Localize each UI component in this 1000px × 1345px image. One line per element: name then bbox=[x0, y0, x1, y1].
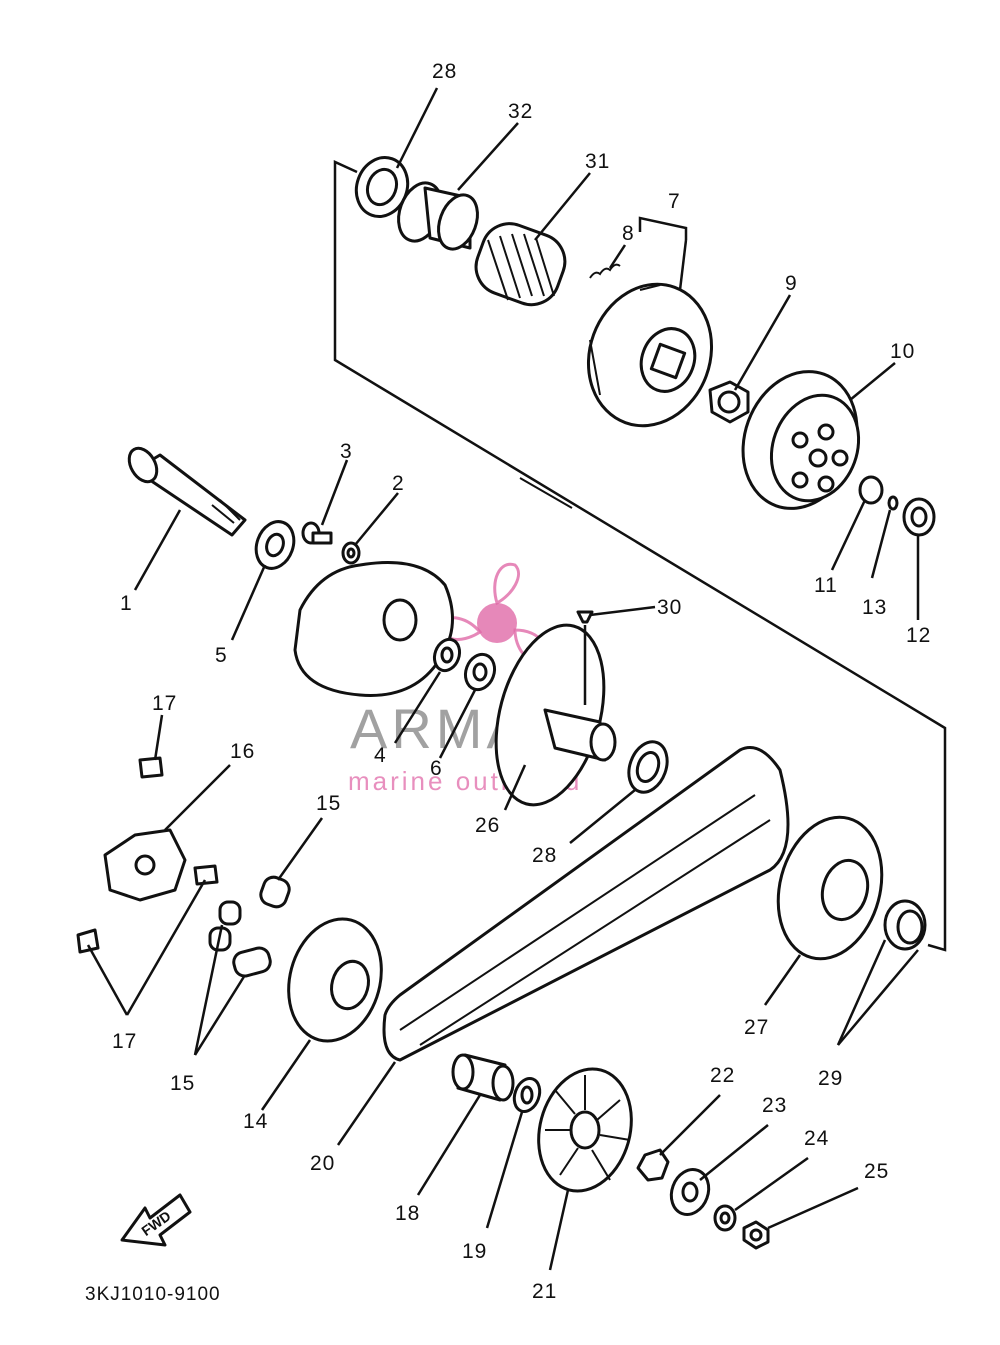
callout-21: 21 bbox=[532, 1280, 557, 1303]
callout-15-top: 15 bbox=[316, 792, 341, 815]
callout-7: 7 bbox=[668, 190, 681, 213]
part-cam bbox=[103, 828, 187, 902]
part-bolt bbox=[301, 521, 333, 545]
callout-1: 1 bbox=[120, 592, 133, 615]
part-washer-small bbox=[887, 495, 899, 511]
callout-18: 18 bbox=[395, 1202, 420, 1225]
callout-12: 12 bbox=[906, 624, 931, 647]
part-circlip bbox=[883, 899, 927, 951]
callout-11: 11 bbox=[814, 574, 838, 597]
fwd-arrow-icon: FWD bbox=[120, 1193, 192, 1247]
assembly-bracket bbox=[333, 160, 947, 952]
part-bearing-left bbox=[254, 520, 296, 570]
callout-13: 13 bbox=[862, 596, 887, 619]
callout-30: 30 bbox=[657, 596, 682, 619]
part-bearing-right bbox=[902, 497, 936, 537]
callout-31: 31 bbox=[585, 150, 610, 173]
part-v-belt bbox=[382, 746, 790, 1062]
callout-15-bottom: 15 bbox=[170, 1072, 195, 1095]
part-lock-nut bbox=[742, 1220, 770, 1250]
callout-26: 26 bbox=[475, 814, 500, 837]
part-sheave-washer bbox=[512, 1077, 542, 1113]
callout-16: 16 bbox=[230, 740, 255, 763]
part-plain-washer bbox=[713, 1204, 737, 1232]
part-slider-17b bbox=[193, 864, 219, 886]
part-nut-small bbox=[858, 475, 884, 505]
part-washer-bolt bbox=[341, 541, 361, 565]
callout-27: 27 bbox=[744, 1016, 769, 1039]
callout-20: 20 bbox=[310, 1152, 335, 1175]
callout-32: 32 bbox=[508, 100, 533, 123]
callout-19: 19 bbox=[462, 1240, 487, 1263]
callout-6: 6 bbox=[430, 757, 443, 780]
part-sliding-sheave bbox=[494, 623, 617, 807]
callout-4: 4 bbox=[374, 744, 387, 767]
callout-23: 23 bbox=[762, 1094, 787, 1117]
callout-25: 25 bbox=[864, 1160, 889, 1183]
part-cooling-fan bbox=[537, 1067, 633, 1193]
part-primary-sheave bbox=[287, 917, 383, 1043]
part-slider-17c bbox=[76, 928, 100, 954]
leader-lines bbox=[86, 87, 920, 1271]
callout-28-top: 28 bbox=[432, 60, 457, 83]
part-oil-seal-lower bbox=[627, 740, 669, 794]
part-clutch-carrier bbox=[586, 282, 714, 428]
part-nut-large bbox=[708, 380, 750, 424]
part-guide-pin bbox=[576, 610, 594, 624]
part-lock-plate bbox=[669, 1168, 711, 1216]
callout-29: 29 bbox=[818, 1067, 843, 1090]
part-small-spring bbox=[589, 263, 621, 279]
callout-9: 9 bbox=[785, 272, 798, 295]
part-oil-seal-top bbox=[354, 156, 410, 218]
callouts: 28 32 31 7 8 9 10 3 2 1 5 11 13 12 30 4 … bbox=[112, 60, 931, 1303]
part-secondary-sheave bbox=[776, 815, 884, 961]
callout-28-lower: 28 bbox=[532, 844, 557, 867]
part-washer-4 bbox=[432, 637, 462, 673]
part-roller-weight-d bbox=[232, 946, 272, 978]
callout-3: 3 bbox=[340, 440, 353, 463]
diagram-code: 3KJ1010-9100 bbox=[85, 1284, 221, 1305]
callout-8: 8 bbox=[622, 222, 635, 245]
callout-24: 24 bbox=[804, 1127, 829, 1150]
part-spacer-star bbox=[636, 1148, 670, 1182]
callout-2: 2 bbox=[392, 472, 405, 495]
part-sheave-collar bbox=[451, 1053, 515, 1102]
callout-17-top: 17 bbox=[152, 692, 177, 715]
callout-14: 14 bbox=[243, 1110, 268, 1133]
callout-10: 10 bbox=[890, 340, 915, 363]
callout-5: 5 bbox=[215, 644, 228, 667]
part-shaft bbox=[127, 446, 247, 537]
part-cover-plate bbox=[293, 561, 454, 697]
part-compression-spring bbox=[474, 222, 567, 307]
part-washer-6 bbox=[463, 652, 497, 692]
part-collar bbox=[397, 181, 479, 251]
part-clutch-housing bbox=[741, 370, 861, 510]
part-roller-weight-a bbox=[259, 875, 291, 909]
callout-17-bottom: 17 bbox=[112, 1030, 137, 1053]
part-slider-17a bbox=[138, 756, 164, 779]
part-roller-weight-b bbox=[218, 900, 242, 926]
callout-22: 22 bbox=[710, 1064, 735, 1087]
